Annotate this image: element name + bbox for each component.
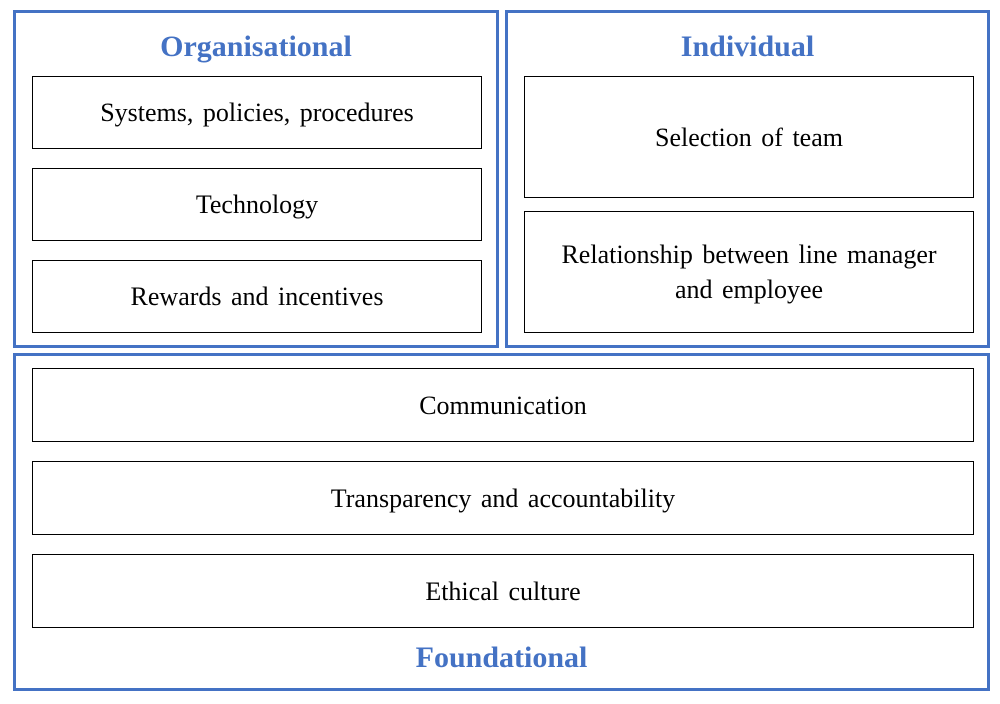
organisational-item-label: Systems, policies, procedures [100, 98, 414, 127]
individual-item-label: Relationship between line manager and em… [561, 240, 937, 304]
organisational-group: Organisational Systems, policies, proced… [13, 10, 499, 348]
individual-item-label: Selection of team [655, 122, 843, 152]
foundational-item-label: Communication [419, 390, 587, 420]
foundational-item-communication: Communication [32, 368, 974, 442]
organisational-item-systems: Systems, policies, procedures [32, 76, 482, 149]
individual-item-selection: Selection of team [524, 76, 974, 198]
foundational-title: Foundational [415, 641, 588, 674]
foundational-item-label: Transparency and accountability [330, 483, 676, 513]
individual-group: Individual Selection of team Relationshi… [505, 10, 990, 348]
organisational-item-label: Technology [195, 190, 319, 219]
organisational-item-technology: Technology [32, 168, 482, 241]
organisational-item-rewards: Rewards and incentives [32, 260, 482, 333]
foundational-item-label: Ethical culture [425, 576, 581, 606]
foundational-item-ethical-culture: Ethical culture [32, 554, 974, 628]
organisational-title: Organisational [160, 30, 352, 63]
individual-title: Individual [680, 30, 815, 63]
foundational-group: Communication Transparency and accountab… [13, 353, 990, 691]
organisational-item-label: Rewards and incentives [130, 282, 384, 311]
individual-item-relationship: Relationship between line manager and em… [524, 211, 974, 333]
foundational-item-transparency: Transparency and accountability [32, 461, 974, 535]
